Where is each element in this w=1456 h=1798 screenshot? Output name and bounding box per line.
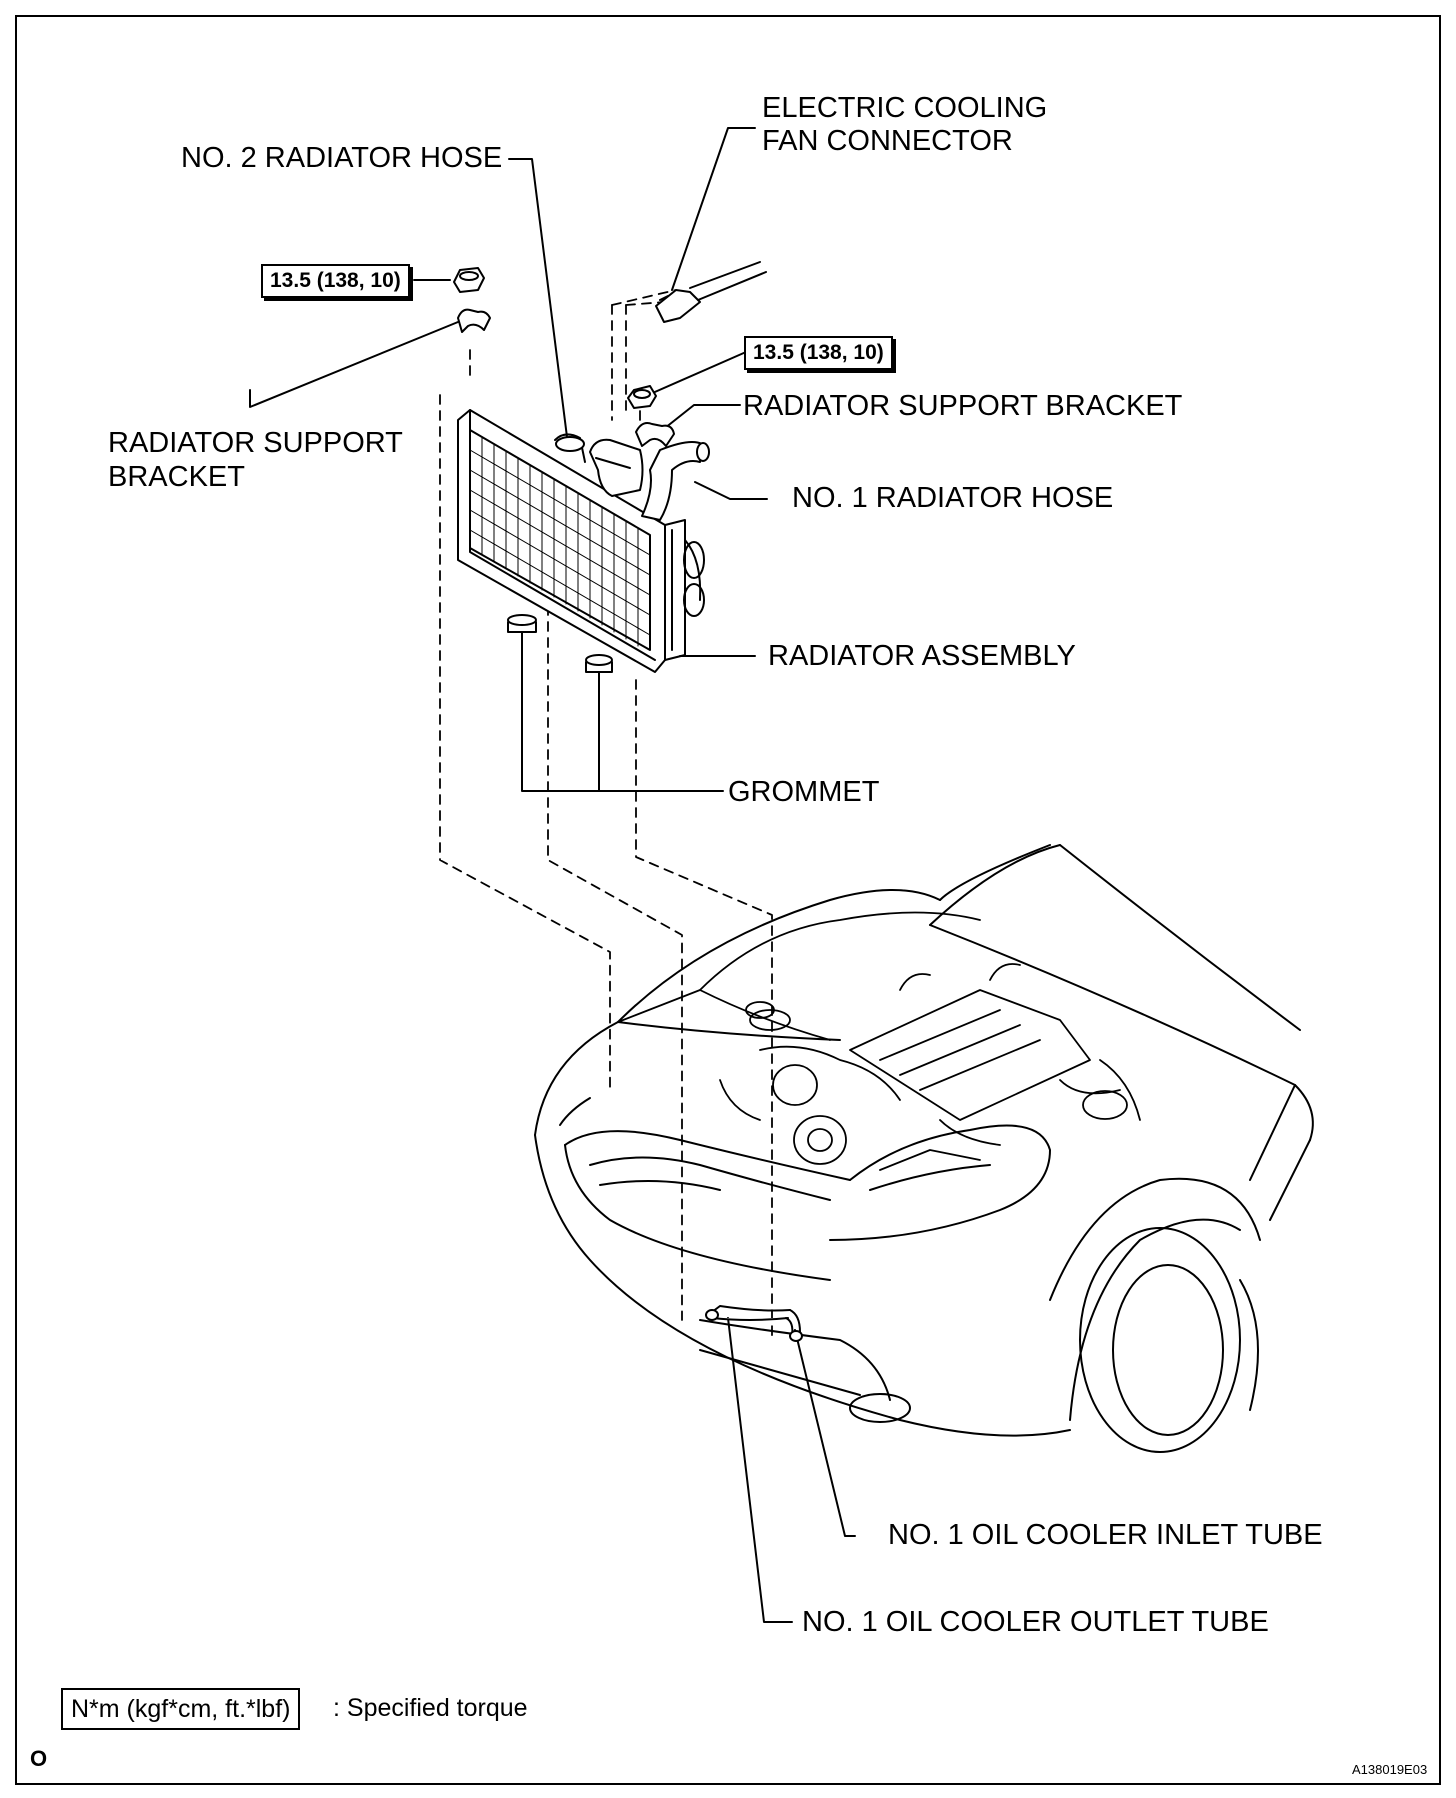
label-no2-radiator-hose: NO. 2 RADIATOR HOSE bbox=[181, 142, 503, 174]
label-radiator-assembly: RADIATOR ASSEMBLY bbox=[768, 640, 1076, 672]
torque-spec-left: 13.5 (138, 10) bbox=[261, 264, 410, 298]
label-oil-cooler-outlet-tube: NO. 1 OIL COOLER OUTLET TUBE bbox=[802, 1606, 1269, 1638]
label-radiator-support-bracket-left-line1: RADIATOR SUPPORT bbox=[108, 427, 403, 459]
vehicle-front-outline bbox=[534, 844, 1314, 1453]
fan-connector bbox=[655, 261, 767, 323]
label-electric-cooling-fan-connector-line2: FAN CONNECTOR bbox=[762, 125, 1013, 157]
label-electric-cooling-fan-connector-line1: ELECTRIC COOLING bbox=[762, 92, 1048, 124]
leader-lines bbox=[249, 127, 856, 1623]
engine-compartment bbox=[617, 911, 1141, 1171]
label-grommet: GROMMET bbox=[728, 776, 880, 808]
corner-mark: O bbox=[30, 1746, 48, 1771]
label-radiator-support-bracket-left-line2: BRACKET bbox=[108, 461, 245, 493]
right-support-bracket bbox=[635, 422, 675, 447]
legend-torque-unit-box: N*m (kgf*cm, ft.*lbf) bbox=[61, 1688, 301, 1730]
radiator-core-fins bbox=[469, 436, 651, 647]
oil-cooler-tubes bbox=[705, 1305, 803, 1342]
figure-code: A138019E03 bbox=[1352, 1762, 1428, 1777]
left-nut bbox=[453, 267, 485, 293]
label-oil-cooler-inlet-tube: NO. 1 OIL COOLER INLET TUBE bbox=[888, 1519, 1323, 1551]
no2-radiator-hose bbox=[589, 438, 644, 497]
no1-radiator-hose bbox=[641, 441, 710, 521]
left-support-bracket bbox=[457, 308, 491, 333]
figure-frame bbox=[15, 15, 1441, 1785]
label-no1-radiator-hose: NO. 1 RADIATOR HOSE bbox=[792, 482, 1114, 514]
radiator-assembly bbox=[457, 409, 705, 673]
label-radiator-support-bracket-right: RADIATOR SUPPORT BRACKET bbox=[743, 390, 1183, 422]
right-nut bbox=[627, 385, 657, 409]
alignment-dashed-lines bbox=[439, 289, 773, 1341]
legend-specified-torque-text: : Specified torque bbox=[333, 1694, 528, 1722]
grommet-1 bbox=[507, 614, 537, 633]
torque-spec-right: 13.5 (138, 10) bbox=[744, 336, 893, 370]
grommet-2 bbox=[585, 654, 613, 673]
